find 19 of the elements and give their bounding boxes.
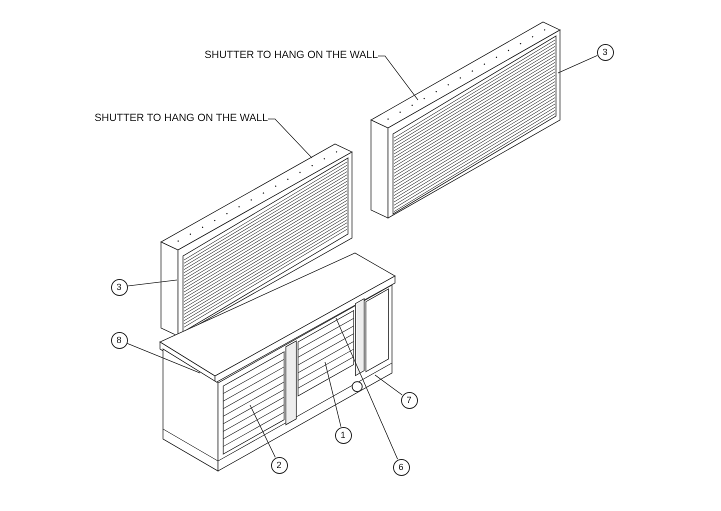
leader-line	[126, 342, 200, 374]
callout-number: 2	[270, 456, 288, 474]
leader-line	[250, 404, 276, 458]
workbench-drawing	[159, 252, 396, 472]
leader-line	[127, 280, 178, 286]
leader-line	[268, 118, 312, 158]
callout-number: 6	[392, 458, 410, 476]
callout-number: 3	[596, 44, 614, 60]
leader-line	[374, 374, 403, 396]
callout-number: 7	[400, 392, 418, 408]
callout-number: 8	[110, 332, 128, 348]
callout-number: 3	[110, 278, 128, 296]
callout-label: SHUTTER TO HANG ON THE WALL	[94, 112, 268, 124]
leader-line	[378, 56, 418, 100]
leader-line	[558, 55, 598, 74]
callout-number: 1	[334, 426, 352, 444]
callout-label: SHUTTER TO HANG ON THE WALL	[204, 49, 378, 61]
leader-line	[324, 362, 342, 428]
leader-line	[336, 318, 398, 460]
